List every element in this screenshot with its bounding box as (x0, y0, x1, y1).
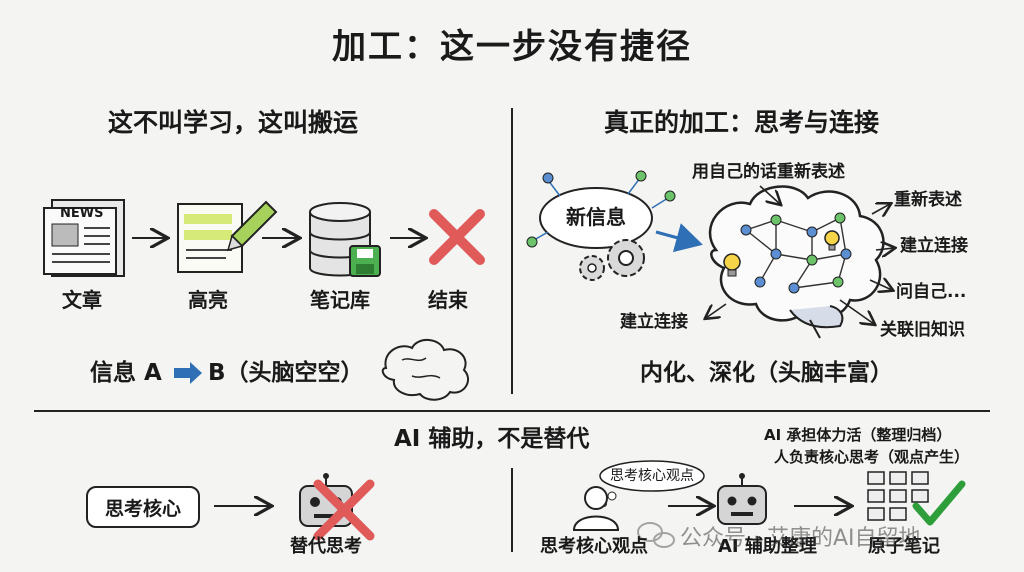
robot-icon-right (717, 473, 767, 525)
left-heading: 这不叫学习，这叫搬运 (108, 108, 359, 137)
new-info-label: 新信息 (566, 205, 626, 229)
right-heading: 真正的加工：思考与连接 (604, 108, 880, 137)
blue-input-arrow (655, 223, 703, 253)
blue-arrow-icon (174, 362, 202, 384)
thinking-core-box: 思考核心 (86, 486, 200, 528)
replace-thinking-label: 替代思考 (290, 536, 362, 557)
highlighter-note-icon (177, 200, 278, 273)
label-connect-right: 建立连接 (900, 236, 968, 256)
step-notes-db: 笔记库 (310, 288, 370, 312)
left-summary-prefix: 信息 A (90, 360, 162, 386)
news-label: NEWS (60, 206, 104, 221)
cross-icon (429, 209, 485, 265)
thought-bubble (599, 460, 705, 507)
note-line-2: 人负责核心思考（观点产生） (774, 448, 970, 466)
label-link-old: 关联旧知识 (880, 320, 965, 340)
empty-brain-icon (381, 339, 469, 401)
person-icon (572, 486, 620, 531)
watermark: 公众号 · 艾康的AI自留地 (680, 526, 921, 551)
label-ask-self: 问自己... (896, 282, 967, 302)
wechat-icon (637, 522, 675, 548)
robot-label: AI 辅助整理 (718, 536, 817, 557)
robot-icon-left (299, 473, 353, 527)
label-rephrase: 重新表述 (894, 190, 962, 210)
step-article: 文章 (62, 288, 102, 312)
left-summary-suffix: B（头脑空空） (208, 360, 364, 386)
person-label: 思考核心观点 (540, 536, 648, 557)
atomic-notes-label: 原子笔记 (868, 536, 940, 557)
connected-brain-icon (708, 185, 885, 339)
check-icon (912, 480, 966, 526)
note-line-1: AI 承担体力活（整理归档） (764, 426, 952, 444)
newspaper-icon (43, 199, 125, 277)
page-title: 加工：这一步没有捷径 (332, 27, 692, 67)
new-info-cloud (526, 170, 676, 249)
label-connect-left: 建立连接 (620, 312, 688, 332)
thinking-core-label: 思考核心 (104, 497, 181, 520)
gears-icon (579, 239, 645, 281)
database-icon (309, 202, 381, 277)
bottom-heading: AI 辅助，不是替代 (394, 426, 590, 452)
label-rephrase-own: 用自己的话重新表述 (692, 162, 845, 182)
atomic-notes-grid-icon (867, 471, 929, 521)
step-end: 结束 (428, 288, 468, 312)
cross-icon-bottom (313, 479, 375, 541)
bubble-text: 思考核心观点 (610, 468, 694, 484)
right-summary: 内化、深化（头脑丰富） (640, 360, 893, 386)
step-highlight: 高亮 (188, 288, 228, 312)
